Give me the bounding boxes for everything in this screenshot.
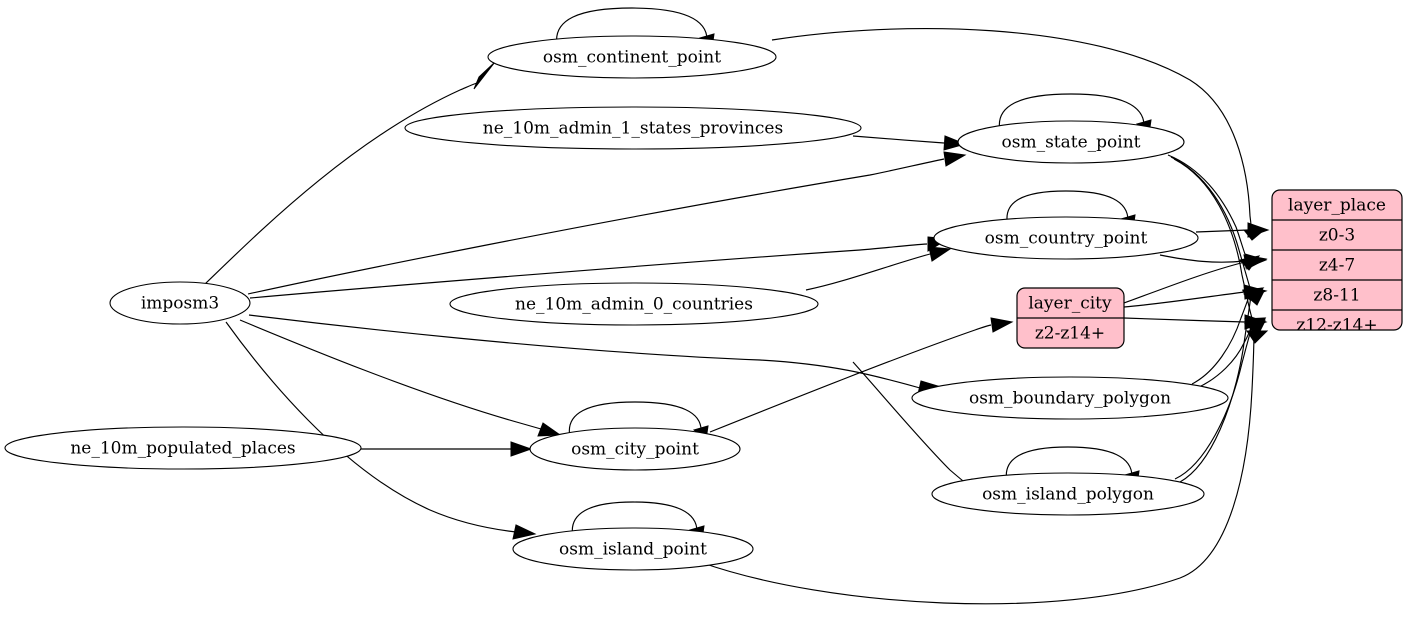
edge-imposm3-to-osm-country-point <box>249 243 928 299</box>
node-layer: imposm3 osm_continent_point ne_10m_admin… <box>4 35 1229 571</box>
node-osm-state-point-shape[interactable] <box>957 120 1185 164</box>
arrowhead-city-z47 <box>1243 254 1268 270</box>
node-osm-city-point-label: osm_city_point <box>571 440 699 460</box>
edge-ne-admin0-to-osm-country-point <box>805 253 931 291</box>
node-osm-island-point-label: osm_island_point <box>559 540 707 560</box>
record-layer-place-z4-7-label: z4-7 <box>1319 256 1355 276</box>
edge-layer-city-to-layer-place-z811 <box>1123 291 1246 308</box>
node-osm-boundary-polygon-shape[interactable] <box>911 376 1229 420</box>
record-layer-place-body[interactable] <box>1271 189 1403 331</box>
edge-self-osm-state-point <box>998 93 1145 132</box>
edge-osm-state-point-to-layer-place-z47 <box>1167 154 1247 258</box>
node-osm-boundary-polygon[interactable]: osm_boundary_polygon <box>911 376 1229 420</box>
node-imposm3-label: imposm3 <box>141 294 219 314</box>
arrowhead-islandpoint-z12 <box>1246 330 1269 344</box>
node-osm-island-polygon-label: osm_island_polygon <box>982 485 1154 505</box>
edge-self-osm-island-point <box>571 501 698 538</box>
node-osm-city-point-shape[interactable] <box>529 427 741 471</box>
edge-osm-city-point-to-layer-city <box>709 324 992 433</box>
edge-imposm3-to-osm-continent-point <box>204 82 478 285</box>
edge-to-osm-island-polygon <box>852 361 969 486</box>
node-ne-admin1-shape[interactable] <box>404 106 862 150</box>
record-layer-place-z8-11-label: z8-11 <box>1313 286 1360 306</box>
record-layer-place-z0-3-label: z0-3 <box>1319 226 1355 246</box>
node-osm-boundary-polygon-label: osm_boundary_polygon <box>969 389 1171 409</box>
arrowhead-imposm3-osm-city-point <box>537 422 562 437</box>
node-ne-admin1-label: ne_10m_admin_1_states_provinces <box>483 119 783 139</box>
node-osm-state-point-label: osm_state_point <box>1002 133 1141 153</box>
edge-osm-island-point-to-layer-place-z12 <box>699 329 1255 605</box>
record-layer-place-header-label: layer_place <box>1288 196 1386 216</box>
edge-imposm3-to-osm-island-point <box>225 321 517 533</box>
arrowhead-city-point-layer-city <box>990 317 1014 333</box>
node-osm-continent-point[interactable]: osm_continent_point <box>487 35 777 79</box>
record-layer-place[interactable]: layer_place z0-3 z4-7 z8-11 z12-z14+ <box>1271 189 1403 336</box>
arrowhead-country-z03 <box>1247 222 1270 238</box>
edge-layer-city-to-layer-place-z47 <box>1123 261 1246 304</box>
edge-layer <box>204 7 1270 605</box>
node-ne-10m-populated-places[interactable]: ne_10m_populated_places <box>4 426 362 470</box>
edge-imposm3-to-osm-boundary-polygon <box>248 314 921 389</box>
edge-osm-country-point-to-layer-place-z47 <box>1159 254 1246 263</box>
node-ne-populated-places-label: ne_10m_populated_places <box>70 439 295 459</box>
node-ne-10m-admin-1-states-provinces[interactable]: ne_10m_admin_1_states_provinces <box>404 106 862 150</box>
node-osm-state-point[interactable]: osm_state_point <box>957 120 1185 164</box>
edge-self-osm-continent-point <box>556 7 708 46</box>
node-ne-admin0-label: ne_10m_admin_0_countries <box>515 295 753 315</box>
edge-self-osm-city-point <box>568 401 702 438</box>
record-layer-city[interactable]: layer_city z2-z14+ <box>1016 287 1125 349</box>
edge-imposm3-to-osm-city-point <box>239 319 542 430</box>
edge-ne-admin1-to-osm-state-point <box>852 135 945 144</box>
edge-osm-boundary-polygon-to-layer-place-z811 <box>1191 292 1251 385</box>
node-imposm3[interactable]: imposm3 <box>109 281 251 325</box>
edge-osm-country-point-to-layer-place-z03 <box>1195 229 1249 233</box>
node-osm-island-point[interactable]: osm_island_point <box>512 527 754 571</box>
arrowhead-ne-admin1-osm-state-point <box>943 135 967 151</box>
edge-imposm3-to-osm-state-point <box>247 158 945 295</box>
record-layer-city-header-label: layer_city <box>1028 294 1112 314</box>
arrowhead-ne-populated-osm-city-point <box>510 441 533 457</box>
node-osm-island-polygon[interactable]: osm_island_polygon <box>931 472 1205 516</box>
arrowhead-islandpoly-z811 <box>1242 290 1265 306</box>
node-osm-city-point[interactable]: osm_city_point <box>529 427 741 471</box>
arrowhead-imposm3-osm-island-point <box>512 524 537 540</box>
edge-osm-state-point-to-layer-place-z811 <box>1170 156 1251 289</box>
node-osm-island-point-shape[interactable] <box>512 527 754 571</box>
node-ne-10m-admin-0-countries[interactable]: ne_10m_admin_0_countries <box>449 282 819 326</box>
arrowhead-imposm3-osm-state-point <box>943 151 967 167</box>
node-osm-island-polygon-shape[interactable] <box>931 472 1205 516</box>
arrowhead-ne-admin0-osm-country-point <box>928 246 952 262</box>
node-osm-continent-point-label: osm_continent_point <box>543 48 721 68</box>
node-osm-country-point-label: osm_country_point <box>985 229 1148 249</box>
node-osm-continent-point-shape[interactable] <box>487 35 777 79</box>
record-layer-city-z2-z14-label: z2-z14+ <box>1035 324 1105 344</box>
record-layer: layer_place z0-3 z4-7 z8-11 z12-z14+ lay… <box>1016 189 1403 349</box>
node-ne-admin0-shape[interactable] <box>449 282 819 326</box>
node-ne-populated-places-shape[interactable] <box>4 426 362 470</box>
arrowhead-islandpoly-z12 <box>1243 320 1266 336</box>
node-osm-country-point[interactable]: osm_country_point <box>933 216 1199 260</box>
arrowhead-imposm3-osm-continent-point <box>473 61 496 90</box>
edge-self-osm-island-polygon <box>1005 446 1133 483</box>
edge-osm-island-polygon-to-layer-place-z811 <box>1179 295 1252 483</box>
record-layer-place-z12-z14-label: z12-z14+ <box>1296 316 1377 336</box>
node-imposm3-shape[interactable] <box>109 281 251 325</box>
edge-self-osm-country-point <box>1006 190 1129 227</box>
edge-layer-city-z2-to-layer-place-z12 <box>1123 317 1246 323</box>
edge-osm-continent-point-to-layer-place-z03 <box>771 28 1252 230</box>
node-osm-country-point-shape[interactable] <box>933 216 1199 260</box>
